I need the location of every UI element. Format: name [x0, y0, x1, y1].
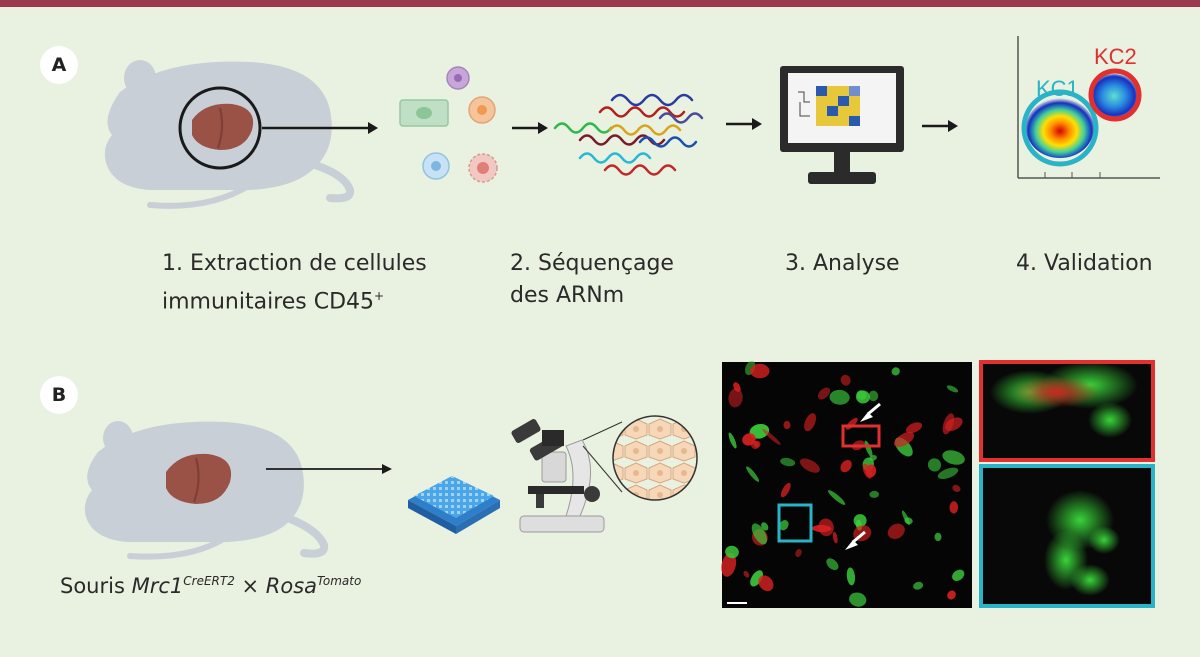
fluorescent-cell — [799, 458, 820, 473]
fluorescent-cell — [906, 422, 922, 434]
fluorescent-cell — [865, 464, 877, 478]
kc1-label: KC1 — [1036, 76, 1079, 101]
fluorescent-cell — [947, 590, 956, 600]
fluorescent-cell — [869, 490, 879, 498]
fluorescent-cell — [827, 490, 846, 505]
fluorescent-cell — [817, 387, 831, 400]
zoom-circle-a — [178, 86, 262, 170]
step-3-label: 3. Analyse — [785, 251, 900, 276]
fluorescent-cell — [762, 428, 781, 445]
kc2-cluster-ring — [1088, 68, 1142, 122]
fluorescent-cell — [934, 532, 942, 542]
arrow-b1 — [266, 464, 392, 474]
caption-gene1: Mrc1 — [131, 574, 184, 598]
fluorescent-cell — [868, 390, 879, 402]
caption-gene2-sup: Tomato — [317, 574, 362, 588]
tissue-zoom-icon — [612, 415, 698, 501]
arrow-marker-1 — [860, 402, 881, 422]
fluorescent-cell — [894, 431, 915, 448]
fluorescent-cell — [829, 389, 850, 405]
roi-red-box — [841, 424, 881, 448]
fluorescent-cell — [728, 388, 743, 408]
arrow-a1 — [262, 122, 378, 134]
arrow-marker-2 — [845, 530, 866, 550]
cells-icon — [399, 66, 498, 183]
panel-a-badge: A — [40, 46, 78, 84]
arrow-a4 — [922, 120, 958, 132]
fluorescent-cell — [832, 531, 838, 544]
fluorescent-cell — [783, 420, 791, 430]
arrow-a3 — [726, 118, 762, 130]
caption-gene2: Rosa — [265, 574, 318, 598]
step-2-line2: des ARNm — [510, 283, 625, 308]
fluorescent-cell — [728, 432, 737, 449]
fluorescent-cell — [725, 545, 739, 559]
caption-times: × — [234, 574, 266, 598]
fluorescent-cell — [826, 558, 839, 571]
fluorescent-cell — [946, 385, 959, 393]
fluorescent-cell — [945, 417, 963, 432]
cluster-plot: KC1 KC2 — [1017, 36, 1160, 179]
microscope-icon — [511, 419, 623, 533]
step-1-sup: + — [374, 289, 385, 303]
fluorescent-cell — [849, 592, 867, 607]
step-1-label: 1. Extraction de cellules immunitaires C… — [162, 248, 427, 318]
step-2-label: 2. Séquençage des ARNm — [510, 248, 674, 312]
fluorescent-cell — [927, 458, 942, 472]
fluorescent-cell — [949, 501, 959, 514]
fluorescent-cell — [750, 440, 759, 450]
slide-cassette-icon — [408, 476, 500, 534]
fluorescent-cell — [779, 520, 789, 531]
liver-icon-a — [192, 103, 254, 150]
fluorescent-cell — [761, 522, 769, 531]
caption-prefix: Souris — [60, 574, 132, 598]
fluorescent-cell — [721, 553, 737, 577]
fluorescent-cell — [913, 581, 924, 590]
zoom-inset-cyan — [979, 464, 1155, 608]
fluorescence-image — [721, 360, 972, 608]
fluorescent-cell — [891, 367, 900, 376]
kc2-label: KC2 — [1094, 44, 1137, 69]
fluorescent-cell — [840, 374, 851, 386]
roi-cyan-box — [777, 503, 813, 543]
fluorescent-cell — [804, 413, 817, 432]
liver-icon-b — [166, 453, 232, 504]
fluorescent-cell — [780, 457, 796, 467]
fluorescent-cell — [795, 548, 802, 558]
fluorescent-cell — [952, 484, 961, 492]
fluorescent-cell — [853, 514, 867, 528]
fluorescent-cell — [750, 363, 770, 379]
fluorescent-cell — [840, 459, 852, 473]
fluorescent-cell — [758, 575, 774, 592]
step-1-line2: immunitaires CD45 — [162, 289, 375, 315]
caption-gene1-sup: CreERT2 — [183, 574, 235, 588]
zoom-inset-red — [979, 360, 1155, 462]
fluorescent-cell — [856, 390, 870, 404]
fluorescent-cell — [743, 570, 750, 578]
fluorescent-cell — [937, 467, 959, 479]
mouse-strain-caption: Souris Mrc1CreERT2 × RosaTomato — [60, 574, 361, 598]
step-1-line1: 1. Extraction de cellules — [162, 251, 427, 276]
fluorescent-cell — [812, 524, 832, 533]
step-1-line2-wrap: immunitaires CD45+ — [162, 280, 427, 318]
panel-b-badge: B — [40, 376, 78, 414]
fluorescent-cell — [942, 450, 965, 465]
fluorescent-cell — [901, 510, 910, 526]
step-2-line1: 2. Séquençage — [510, 251, 674, 276]
arrow-a2 — [512, 122, 548, 134]
computer-icon — [780, 66, 904, 184]
fluorescent-cell — [749, 423, 770, 439]
top-accent-bar — [0, 0, 1200, 7]
kc1-cluster-ring — [1021, 89, 1099, 167]
step-4-label: 4. Validation — [1016, 251, 1153, 276]
fluorescent-cell — [746, 466, 760, 482]
fluorescent-cell — [952, 569, 965, 582]
fluorescent-cell — [780, 482, 791, 498]
fluorescent-cell — [846, 567, 856, 586]
fluorescent-cell — [887, 523, 905, 539]
fluorescent-cell — [751, 523, 768, 545]
mrna-strands-icon — [553, 93, 704, 176]
